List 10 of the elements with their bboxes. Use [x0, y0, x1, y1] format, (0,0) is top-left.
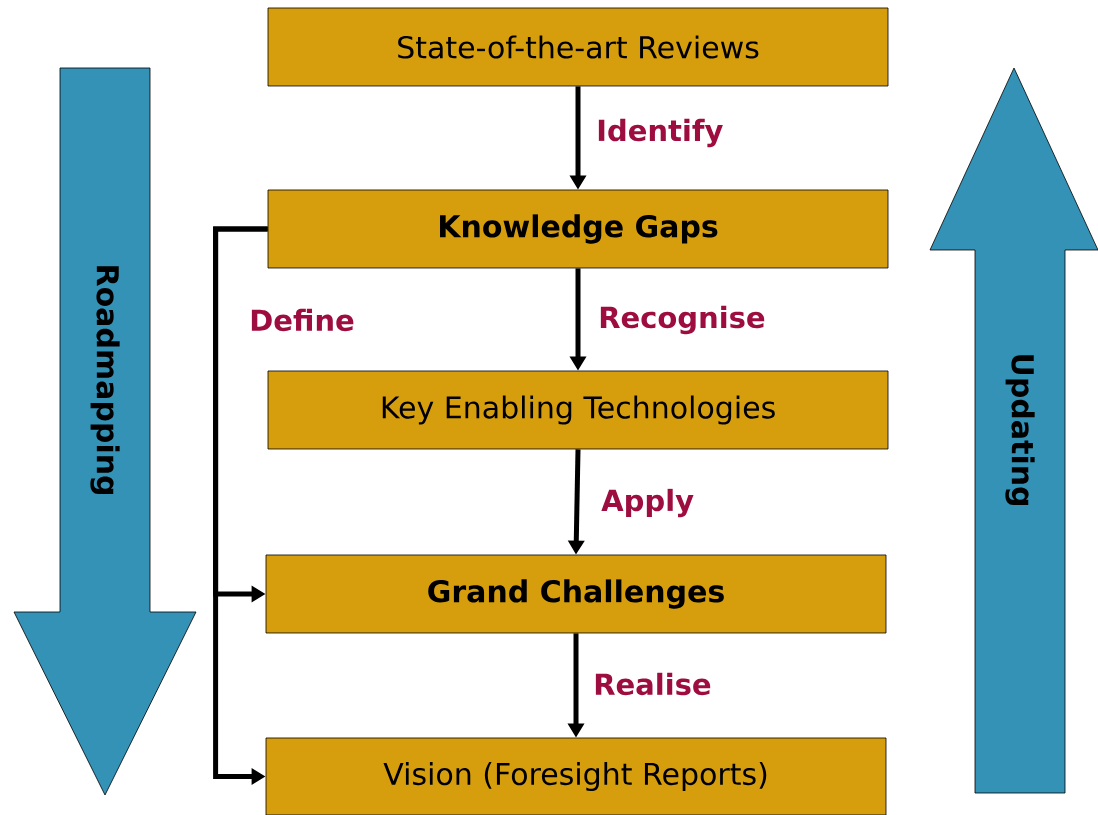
edge-label: Apply [601, 488, 694, 518]
process-box: Grand Challenges [265, 554, 887, 634]
edge-label: Recognise [600, 305, 765, 335]
edge-label: Identify [598, 118, 723, 148]
process-box: Key Enabling Technologies [267, 370, 889, 450]
edge-label: Define [251, 308, 354, 332]
process-box: Knowledge Gaps [267, 189, 889, 269]
process-box: State-of-the-art Reviews [267, 7, 889, 87]
process-box: Vision (Foresight Reports) [265, 737, 887, 815]
edge-label: Realise [595, 672, 711, 696]
